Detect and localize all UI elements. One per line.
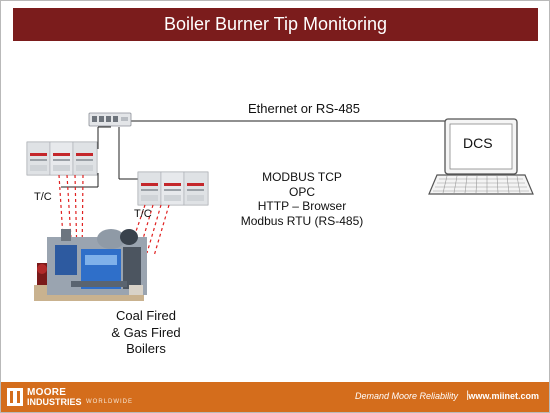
- dcs-label: DCS: [463, 135, 493, 151]
- protocol-item: HTTP – Browser: [257, 199, 347, 213]
- protocol-item: OPC: [288, 184, 315, 199]
- logo-text-line2: INDUSTRIES: [27, 397, 82, 407]
- protocol-item: MODBUS TCP: [262, 170, 342, 184]
- boiler-icon: [34, 229, 147, 301]
- thermocouple-label-right: T/C: [134, 208, 152, 220]
- thermocouple-label-left: T/C: [34, 191, 52, 203]
- ethernet-switch-icon: [88, 112, 132, 127]
- protocol-item: Modbus RTU (RS-485): [240, 213, 364, 228]
- boiler-label: Coal Fired & Gas Fired Boilers: [101, 308, 191, 358]
- boiler-label-line: & Gas Fired: [111, 324, 181, 340]
- io-module-right-icon: [137, 171, 209, 206]
- protocol-list: MODBUS TCP OPC HTTP – Browser Modbus RTU…: [237, 170, 367, 228]
- logo-text-line1: MOORE: [27, 387, 67, 398]
- slide-title: Boiler Burner Tip Monitoring: [163, 14, 388, 34]
- footer-separator: |: [466, 390, 469, 401]
- logo-text-line3: WORLDWIDE: [86, 399, 133, 405]
- boiler-label-line: Coal Fired: [116, 308, 176, 323]
- logo-mark-icon: [7, 388, 23, 406]
- title-bar: Boiler Burner Tip Monitoring: [13, 8, 538, 41]
- network-link-label: Ethernet or RS-485: [248, 101, 361, 116]
- dcs-computer-icon: [428, 118, 534, 195]
- io-module-left-icon: [26, 141, 98, 176]
- network-diagram: [26, 112, 534, 301]
- footer-tagline: Demand Moore Reliability: [354, 391, 458, 401]
- footer-bar: MOORE INDUSTRIES WORLDWIDE Demand Moore …: [1, 382, 549, 412]
- boiler-label-line: Boilers: [126, 341, 166, 356]
- footer-url-link[interactable]: www.miinet.com: [468, 391, 539, 401]
- company-logo: MOORE INDUSTRIES WORLDWIDE: [7, 386, 137, 408]
